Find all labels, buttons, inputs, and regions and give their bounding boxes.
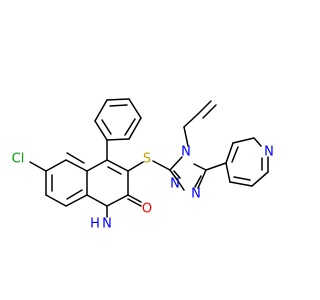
triazole-n1-atom-label: N: [170, 177, 180, 192]
amide-n-atom-label: N: [102, 217, 112, 232]
molecule-structure-canvas: Cl S N N N N N H O: [11, 98, 274, 232]
amide-h-atom-label: H: [90, 217, 100, 232]
carbonyl-o-atom-label: O: [142, 202, 152, 217]
molecule-structure-diagram: Cl S N N N N N H O: [12, 98, 274, 232]
triazole-n2-atom-label: N: [191, 187, 201, 202]
triazole-n4-atom-label: N: [181, 145, 191, 160]
sulfur-atom-label: S: [143, 152, 151, 167]
pyridine-n-atom-label: N: [264, 145, 274, 160]
atom-labels: Cl S N N N N N H O: [12, 145, 274, 232]
chlorine-atom-label: Cl: [12, 152, 25, 167]
bond-lines: [29, 98, 269, 218]
